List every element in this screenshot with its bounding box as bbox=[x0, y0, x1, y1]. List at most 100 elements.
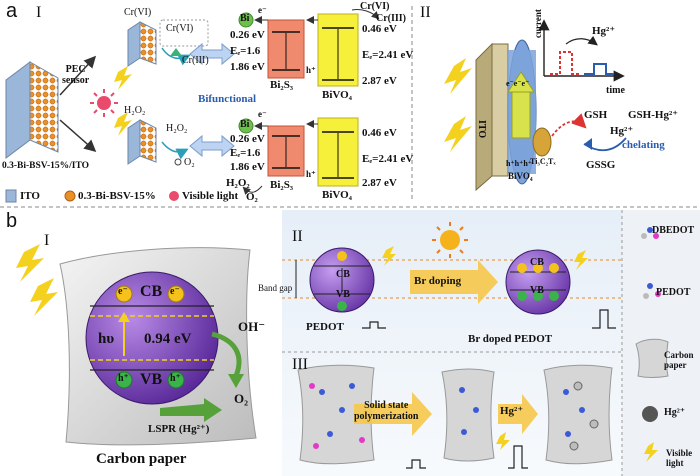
bivo4-a2-label: BiVO₄ bbox=[508, 171, 533, 181]
bottom-bi2s3-box bbox=[267, 125, 305, 177]
hg2-label: Hg²⁺ bbox=[610, 125, 634, 137]
main-electrode bbox=[5, 61, 59, 159]
top-h-label: h⁺ bbox=[306, 65, 316, 75]
b1-vb: VB bbox=[140, 371, 163, 388]
b2-pedot: PEDOT bbox=[306, 321, 344, 333]
panel-b-letter: b bbox=[6, 210, 18, 232]
legend-light: Visible light bbox=[182, 190, 239, 202]
h2o2-sensing: H₂O₂ bbox=[166, 123, 188, 134]
legend-visible-light: Visible light bbox=[666, 448, 693, 468]
gsh-label: GSH bbox=[584, 109, 608, 121]
top-cr6-right: Cr(VI) bbox=[360, 1, 390, 12]
hg-plot-label: Hg²⁺ bbox=[592, 25, 616, 37]
b2-vb: VB bbox=[336, 289, 350, 300]
panel-b-II-label: II bbox=[292, 228, 303, 245]
b1-lspr: LSPR (Hg²⁺) bbox=[148, 423, 210, 435]
b2-cb-doped: CB bbox=[530, 257, 544, 268]
bottom-bivo4-box bbox=[317, 117, 359, 187]
panel-b-II-III-graphic bbox=[282, 210, 700, 476]
b3-polymerization: Solid state polymerization bbox=[354, 400, 419, 422]
b1-cb: CB bbox=[140, 283, 163, 300]
b3-hg: Hg²⁺ bbox=[500, 405, 524, 417]
bottom-vb-level: 2.87 eV bbox=[362, 177, 397, 189]
panel-b-III-label: III bbox=[292, 356, 308, 373]
bottom-h-label: h⁺ bbox=[306, 169, 316, 179]
bottom-o2: O₂ bbox=[246, 191, 258, 203]
hhh-label: h⁺h⁺h⁺ bbox=[506, 159, 533, 168]
bottom-eg-bivo4: Eₑ=2.41 eV bbox=[362, 153, 414, 165]
b1-o2: O₂ bbox=[234, 391, 249, 406]
bottom-bi-vb: 1.86 eV bbox=[230, 161, 265, 173]
b1-carbon-paper: Carbon paper bbox=[96, 451, 187, 467]
top-bi2s3-name: Bi₂S₃ bbox=[270, 79, 294, 91]
top-vb-level: 2.87 eV bbox=[362, 75, 397, 87]
top-e-label: e⁻ bbox=[258, 5, 267, 15]
bottom-cb-level: 0.46 eV bbox=[362, 127, 397, 139]
top-double-arrow bbox=[189, 42, 235, 66]
top-cb-level: 0.46 eV bbox=[362, 23, 397, 35]
top-bivo4-box bbox=[317, 13, 359, 87]
chelating-label: chelating bbox=[622, 139, 665, 151]
b2-br-pedot: Br doped PEDOT bbox=[468, 333, 553, 345]
bifunctional-label: Bifunctional bbox=[198, 93, 257, 105]
o2-sensing: O₂ bbox=[184, 157, 195, 168]
b1-e-left: e⁻ bbox=[118, 286, 128, 297]
panel-a-I-graphic bbox=[5, 6, 413, 203]
bottom-electrode bbox=[127, 119, 157, 165]
legend-pedot: PEDOT bbox=[656, 287, 691, 298]
b2-cb: CB bbox=[336, 269, 350, 280]
bottom-bi-label: Bi bbox=[240, 119, 250, 130]
b2-br-doping: Br doping bbox=[414, 275, 462, 287]
legend-dbedot: DBEDOT bbox=[652, 225, 695, 236]
b2-band-gap: Band gap bbox=[258, 283, 293, 293]
bottom-bivo4-name: BiVO₄ bbox=[322, 189, 352, 201]
bottom-h2o2: H₂O₂ bbox=[226, 177, 250, 189]
eee-label: e⁻e⁻e⁻ bbox=[506, 79, 530, 88]
top-bi-label: Bi bbox=[240, 13, 250, 24]
top-bi2s3-box bbox=[267, 19, 305, 79]
panel-a-II-graphic bbox=[444, 19, 627, 192]
b1-oh: OH⁻ bbox=[238, 319, 266, 334]
top-eg-bi2s3: Eₑ=1.6 bbox=[230, 45, 261, 57]
gssg-label: GSSG bbox=[586, 159, 616, 171]
legend-carbon-paper: Carbon paper bbox=[664, 350, 694, 370]
b1-h-left: h⁺ bbox=[118, 373, 129, 384]
electrode-label: 0.3-Bi-BSV-15%/ITO bbox=[2, 161, 90, 171]
b1-h-right: h⁺ bbox=[170, 373, 181, 384]
b1-hv: hυ bbox=[98, 331, 115, 347]
cr3-sensing: Cr(III) bbox=[182, 55, 209, 66]
top-bivo4-name: BiVO₄ bbox=[322, 89, 352, 101]
bottom-double-arrow bbox=[189, 134, 235, 158]
bottom-eg-bi2s3: Eₑ=1.6 bbox=[230, 147, 261, 159]
current-axis-label: current bbox=[533, 9, 543, 38]
legend-particle: 0.3-Bi-BSV-15% bbox=[78, 190, 156, 202]
h2o2-left: H₂O₂ bbox=[124, 105, 146, 116]
top-eg-bivo4: Eₑ=2.41 eV bbox=[362, 49, 414, 61]
top-electrode bbox=[127, 21, 157, 67]
ito-label: ITO bbox=[476, 120, 487, 139]
pec-sensor-label: PEC sensor bbox=[62, 64, 90, 86]
ti3c2tx-label: Ti₃C₂Tₓ bbox=[530, 157, 556, 166]
gsh-hg-label: GSH-Hg²⁺ bbox=[628, 109, 679, 121]
top-bi-level: 0.26 eV bbox=[230, 29, 265, 41]
b1-e-right: e⁻ bbox=[170, 286, 180, 297]
b2-vb-doped: VB bbox=[530, 285, 544, 296]
legend-hg: Hg²⁺ bbox=[664, 407, 686, 418]
time-axis-label: time bbox=[606, 85, 625, 96]
top-cr3-right: Cr(III) bbox=[376, 13, 406, 24]
bottom-bi2s3-name: Bi₂S₃ bbox=[270, 179, 294, 191]
b1-gap: 0.94 eV bbox=[144, 331, 192, 347]
panel-a-letter: a bbox=[6, 0, 18, 22]
panel-b-I-graphic bbox=[16, 244, 257, 446]
panel-b-I-label: I bbox=[44, 232, 50, 249]
legend-ito: ITO bbox=[20, 190, 40, 202]
cr6-sensing: Cr(VI) bbox=[166, 23, 194, 34]
cr6-left: Cr(VI) bbox=[124, 7, 152, 18]
panel-a-II-label: II bbox=[420, 4, 431, 21]
top-bi-vb: 1.86 eV bbox=[230, 61, 265, 73]
bottom-bi-level: 0.26 eV bbox=[230, 133, 265, 145]
panel-a-I-label: I bbox=[36, 4, 42, 21]
bottom-e-label: e⁻ bbox=[258, 109, 267, 119]
visible-light-sun bbox=[90, 89, 118, 117]
divider-a-b bbox=[0, 206, 700, 208]
